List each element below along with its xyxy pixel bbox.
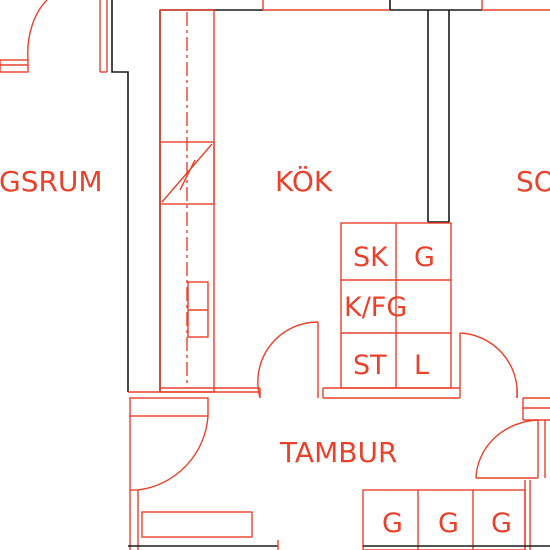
unit-label-l: L [414, 350, 429, 381]
right-wall [475, 397, 550, 479]
closet-label-g1: G [382, 508, 403, 539]
unit-label-sk: SK [353, 242, 389, 273]
room-label-vardagsrum: GSRUM [0, 165, 103, 198]
room-label-right-room: SO [516, 165, 550, 198]
unit-label-kfg: K/FG [344, 292, 407, 323]
closet-label-g2: G [438, 508, 459, 539]
room-label-tambur: TAMBUR [279, 436, 397, 469]
left-wall-upper [99, 0, 129, 392]
tambur-closets [362, 480, 550, 550]
kitchen-cabinet-strip [159, 9, 215, 393]
tambur-walls [128, 397, 279, 550]
unit-label-g: G [414, 242, 435, 273]
room-label-kok: KÖK [275, 164, 333, 198]
unit-label-st: ST [353, 350, 387, 381]
kitchen-door [128, 321, 518, 399]
living-room-door [0, 0, 48, 73]
closet-label-g3: G [491, 508, 512, 539]
